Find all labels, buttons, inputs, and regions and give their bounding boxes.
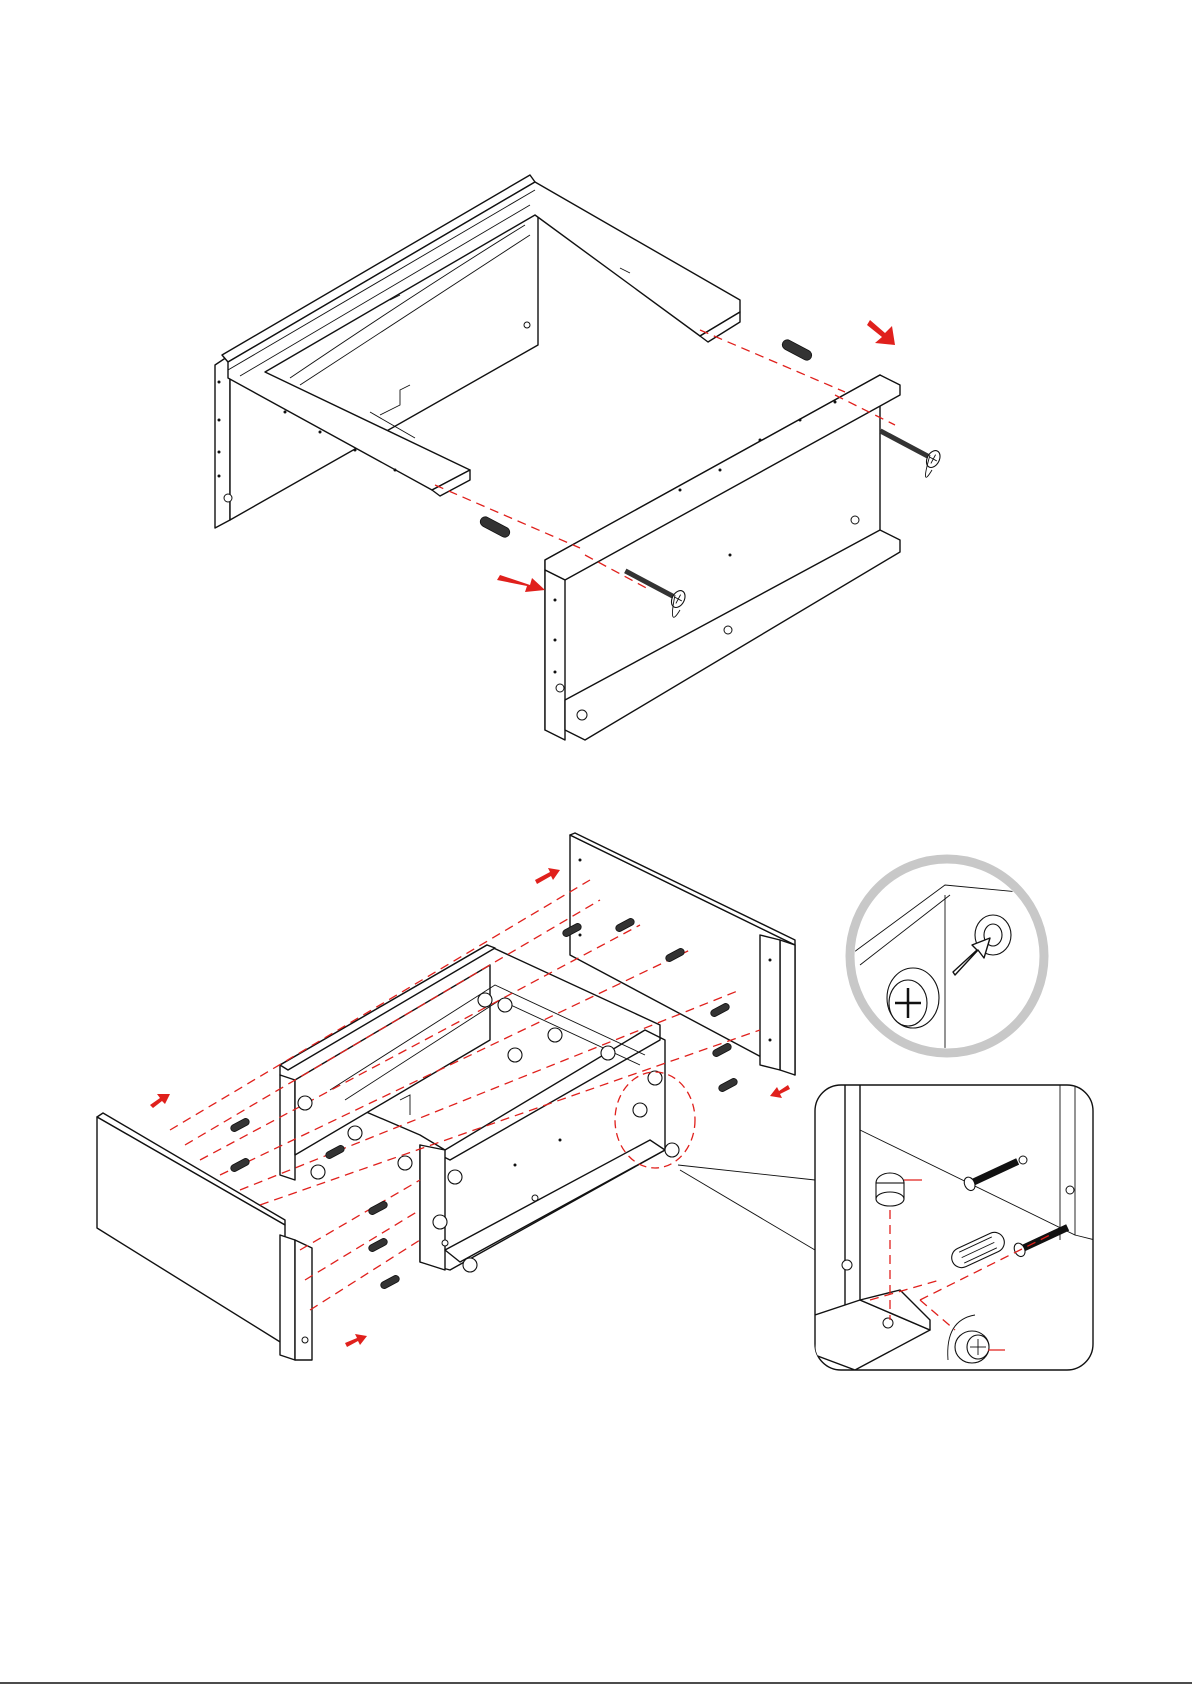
step1-guide-line	[700, 330, 845, 392]
dowel-icon	[781, 338, 814, 362]
dowel-icon	[712, 1042, 733, 1058]
arrow-icon	[535, 868, 560, 884]
step2-diagram	[97, 833, 815, 1360]
cam-lock-icon	[955, 1331, 989, 1363]
cam-lock-icon	[876, 1173, 904, 1206]
dowel-icon	[230, 1157, 251, 1173]
step1-guide-line	[435, 485, 580, 548]
dowel-icon	[368, 1200, 389, 1216]
arrow-icon	[497, 575, 545, 592]
dowel-icon	[479, 515, 512, 539]
step1-right-panel	[545, 375, 900, 740]
arrow-icon	[770, 1085, 790, 1098]
screw-icon	[876, 423, 943, 470]
cam-lock-icon	[887, 968, 939, 1028]
cam-lock-orientation-detail	[850, 859, 1050, 1060]
dowel-icon	[718, 1077, 739, 1093]
step1-diagram	[215, 175, 943, 740]
cam-lock-assembly-detail	[815, 1085, 1095, 1370]
callout-leader	[680, 1170, 815, 1250]
callout-leader	[678, 1165, 815, 1180]
dowel-icon	[380, 1274, 401, 1290]
arrow-icon	[867, 320, 895, 345]
step2-inner-frame	[280, 945, 665, 1270]
dowel-icon	[325, 1144, 346, 1160]
arrow-icon	[150, 1094, 170, 1108]
arrow-icon	[345, 1334, 367, 1347]
dowel-icon	[230, 1117, 251, 1133]
